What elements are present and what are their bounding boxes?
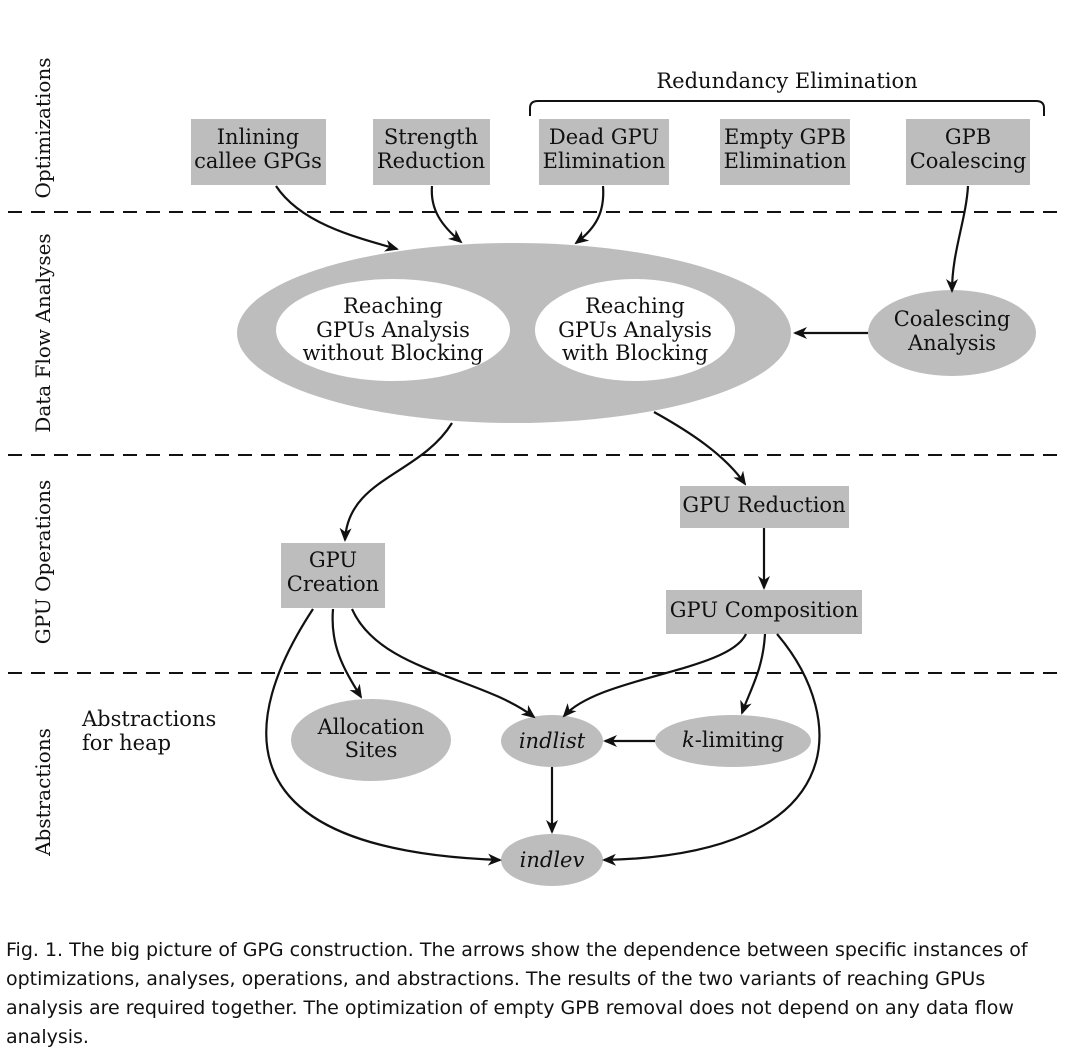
arrow-composition-to-k-limiting (740, 633, 767, 715)
svg-text:Coalescing: Coalescing (910, 149, 1027, 173)
svg-text:Coalescing: Coalescing (894, 307, 1011, 331)
strength-reduction-node: Strength Reduction (373, 119, 490, 185)
svg-text:Dead GPU: Dead GPU (549, 125, 659, 149)
svg-text:GPU: GPU (309, 548, 357, 572)
svg-text:Empty GPB: Empty GPB (724, 125, 846, 149)
arrow-strength-to-analyses (430, 185, 463, 244)
svg-text:GPUs Analysis: GPUs Analysis (558, 318, 712, 342)
heap-abstractions-label-line1: Abstractions (81, 707, 216, 731)
arrow-inlining-to-analyses (275, 185, 399, 252)
svg-text:Reaching: Reaching (343, 294, 443, 318)
lane-label-data-flow-analyses: Data Flow Analyses (31, 233, 55, 432)
redundancy-elimination-brace (529, 100, 1045, 116)
arrow-deadgpu-to-analyses (574, 185, 605, 245)
gpu-composition-node: GPU Composition (666, 590, 862, 634)
svg-text:GPU Reduction: GPU Reduction (682, 493, 845, 517)
inlining-callee-gpgs-node: Inlining callee GPGs (191, 119, 326, 185)
svg-text:Sites: Sites (345, 738, 398, 762)
arrow-creation-to-indlev (265, 608, 502, 866)
svg-text:Strength: Strength (384, 125, 478, 149)
svg-text:k-limiting: k-limiting (682, 728, 784, 752)
svg-text:Allocation: Allocation (317, 715, 425, 739)
gpu-reduction-node: GPU Reduction (680, 486, 849, 528)
arrow-composition-to-indlist (562, 633, 747, 718)
svg-text:Reaching: Reaching (585, 294, 685, 318)
heap-abstractions-label-line2: for heap (82, 731, 171, 755)
arrow-gpbcoalescing-to-coalescing-analysis (946, 185, 970, 293)
indlist-node: indlist (501, 715, 603, 767)
svg-text:Creation: Creation (287, 572, 379, 596)
allocation-sites-node: Allocation Sites (291, 699, 451, 781)
svg-text:GPUs Analysis: GPUs Analysis (316, 318, 470, 342)
svg-text:GPB: GPB (945, 125, 991, 149)
empty-gpb-elimination-node: Empty GPB Elimination (720, 119, 850, 185)
svg-text:Reduction: Reduction (377, 149, 485, 173)
svg-text:GPU Composition: GPU Composition (670, 598, 858, 622)
reaching-gpus-analyses-group: Reaching GPUs Analysis without Blocking … (237, 243, 791, 423)
svg-text:Inlining: Inlining (217, 125, 299, 149)
dependency-arrows (265, 185, 970, 866)
lane-label-optimizations: Optimizations (31, 57, 55, 198)
svg-text:indlev: indlev (520, 848, 585, 872)
figure-caption: Fig. 1. The big picture of GPG construct… (6, 939, 1028, 1048)
svg-text:Elimination: Elimination (543, 149, 666, 173)
coalescing-analysis-node: Coalescing Analysis (868, 290, 1036, 376)
gpu-creation-node: GPU Creation (281, 543, 385, 608)
lane-label-abstractions: Abstractions (31, 728, 55, 857)
indlev-node: indlev (501, 834, 603, 886)
gpb-coalescing-node: GPB Coalescing (906, 119, 1030, 185)
arrow-creation-to-indlist (350, 608, 536, 719)
svg-text:callee GPGs: callee GPGs (194, 149, 322, 173)
svg-text:with Blocking: with Blocking (562, 341, 708, 365)
svg-text:indlist: indlist (519, 729, 586, 753)
svg-text:without Blocking: without Blocking (303, 341, 484, 365)
arrow-analyses-to-gpu-creation (339, 422, 453, 542)
k-limiting-node: k-limiting (655, 715, 811, 767)
reaching-gpus-without-blocking-node (276, 279, 510, 381)
arrow-creation-to-allocation-sites (331, 608, 363, 699)
dead-gpu-elimination-node: Dead GPU Elimination (539, 119, 669, 185)
svg-text:Elimination: Elimination (724, 149, 847, 173)
redundancy-elimination-label: Redundancy Elimination (656, 69, 917, 93)
lane-label-gpu-operations: GPU Operations (31, 480, 55, 644)
arrow-composition-to-indlev (602, 633, 821, 866)
reaching-gpus-with-blocking-node (535, 279, 735, 381)
gpg-construction-diagram: Optimizations Data Flow Analyses GPU Ope… (8, 57, 1062, 886)
arrow-analyses-to-gpu-reduction (653, 411, 747, 486)
svg-text:Analysis: Analysis (907, 331, 996, 355)
